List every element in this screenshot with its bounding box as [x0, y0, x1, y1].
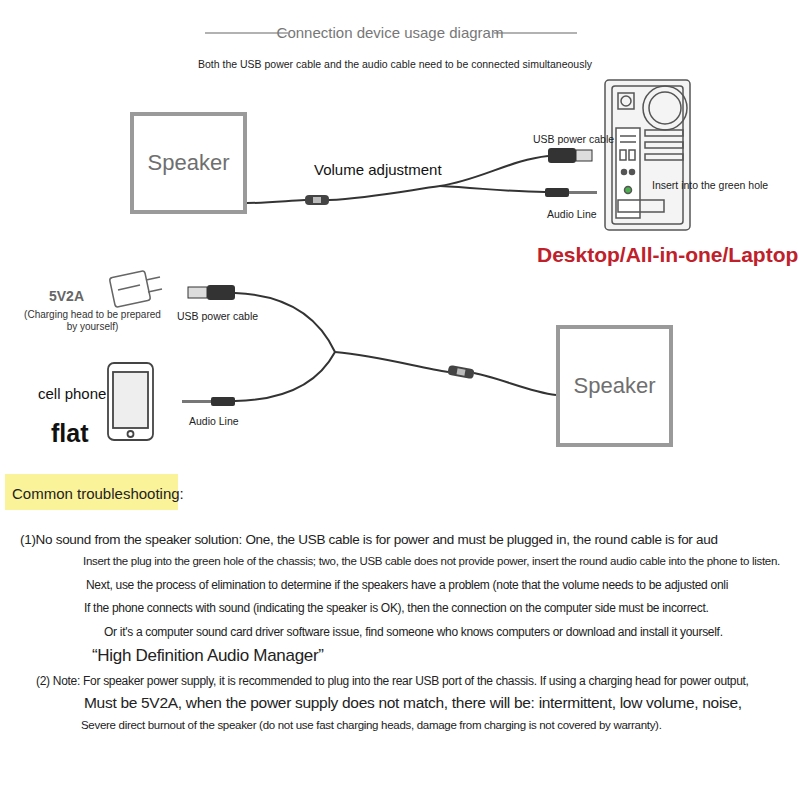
note-line: (2) Note: For speaker power supply, it i… — [36, 674, 794, 688]
note-line: Or it's a computer sound card driver sof… — [104, 625, 794, 639]
computer-tower — [605, 80, 690, 230]
device-caption: Desktop/All-in-one/Laptop — [537, 243, 798, 267]
part-label: USB power cable — [177, 310, 258, 322]
note-line: Must be 5V2A, when the power supply does… — [84, 694, 794, 713]
part-label: Audio Line — [547, 208, 597, 220]
title-rule — [494, 32, 577, 34]
audio-jack — [182, 188, 597, 406]
part-label: USB power cable — [533, 133, 614, 145]
speaker-box: Speaker — [130, 112, 247, 214]
volume-slider — [305, 195, 475, 379]
part-label: (Charging head to be prepared by yoursel… — [20, 309, 165, 332]
charger — [109, 271, 162, 308]
usb-plug — [188, 148, 592, 300]
part-label: Audio Line — [189, 415, 239, 427]
note-line: (1)No sound from the speaker solution: O… — [20, 532, 794, 548]
note-line: Next, use the process of elimination to … — [86, 578, 794, 592]
note-line: Severe direct burnout of the speaker (do… — [81, 719, 794, 733]
part-label: Volume adjustment — [312, 161, 444, 178]
speaker-box: Speaker — [556, 325, 673, 447]
box-label: Speaker — [148, 150, 230, 176]
part-label: cell phone — [38, 385, 106, 402]
troubleshooting-text: (1)No sound from the speaker solution: O… — [0, 532, 794, 732]
section-heading: Common troubleshooting: — [12, 485, 184, 502]
title-rule — [205, 32, 288, 34]
note-line: If the phone connects with sound (indica… — [84, 601, 794, 615]
cables — [235, 156, 556, 401]
part-label: flat — [51, 419, 89, 448]
title: Connection device usage diagram — [277, 24, 504, 41]
box-label: Speaker — [574, 373, 656, 399]
phone — [108, 363, 153, 440]
part-label: Both the USB power cable and the audio c… — [198, 58, 592, 70]
part-label: 5V2A — [49, 288, 84, 304]
part-label: Insert into the green hole — [652, 179, 768, 191]
note-line: Insert the plug into the green hole of t… — [83, 555, 794, 569]
note-line: “High Definition Audio Manager” — [92, 646, 794, 666]
